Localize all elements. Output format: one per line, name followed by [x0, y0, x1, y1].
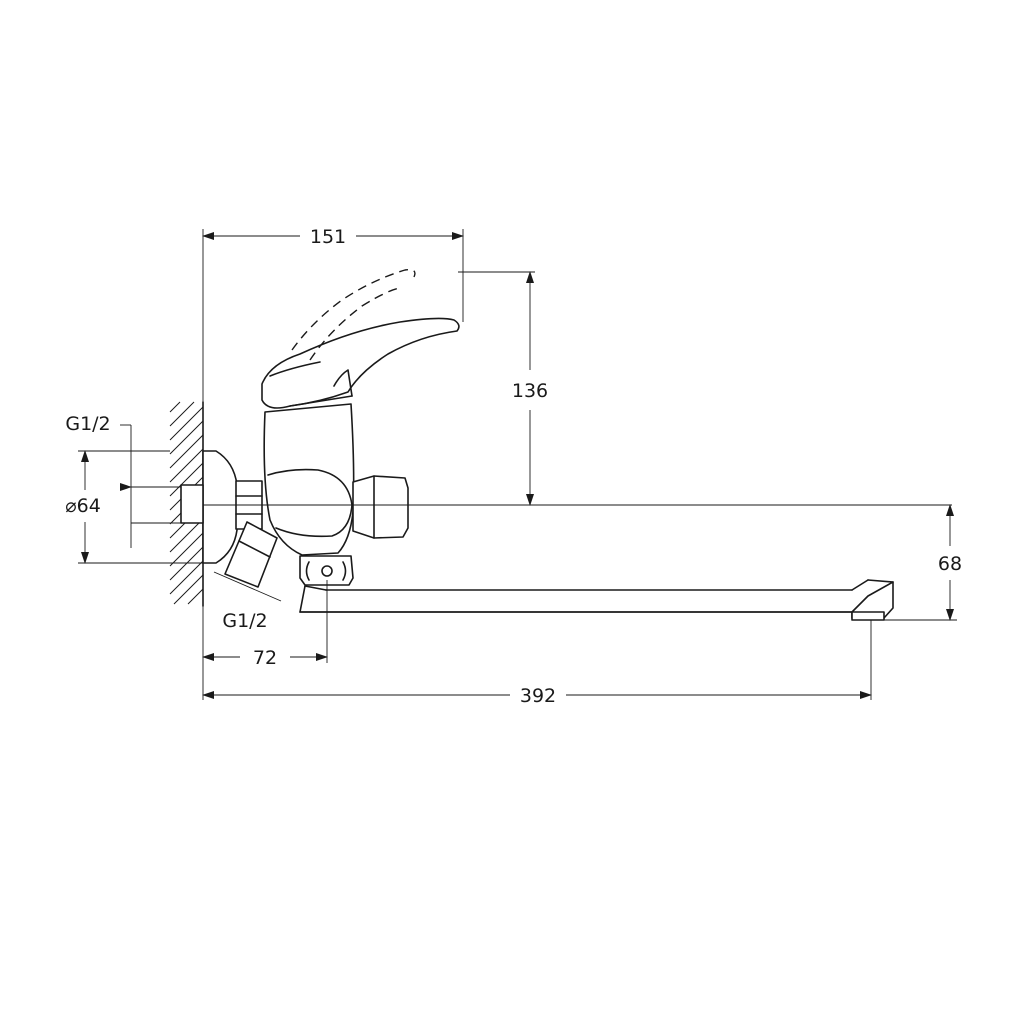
lower-inlet — [224, 521, 278, 588]
dimension-label-68: 68 — [938, 553, 962, 575]
dimension-label-392: 392 — [520, 685, 556, 707]
wall — [169, 401, 204, 607]
dimension-label-151: 151 — [310, 226, 346, 248]
dimension-g12-bottom: G1/2 — [213, 571, 282, 632]
valve-body — [263, 403, 409, 586]
thread-label-bottom: G1/2 — [222, 610, 267, 632]
thread-label-top: G1/2 — [65, 413, 110, 435]
lever-handle — [261, 268, 460, 409]
wall-flange — [180, 450, 238, 564]
dimension-136: 136 — [458, 271, 548, 506]
dimension-72: 72 — [202, 580, 328, 700]
dimension-g12-top: G1/2 — [65, 413, 181, 548]
dimension-label-136: 136 — [512, 380, 548, 402]
spout — [299, 579, 894, 621]
dimension-392: 392 — [202, 620, 872, 707]
diameter-label: ⌀64 — [65, 495, 101, 517]
dimension-151: 151 — [202, 226, 464, 402]
wall-hatching — [169, 401, 204, 605]
dimension-68: 68 — [884, 504, 962, 621]
dimension-label-72: 72 — [253, 647, 277, 669]
dimension-diameter-64: ⌀64 — [65, 450, 203, 564]
